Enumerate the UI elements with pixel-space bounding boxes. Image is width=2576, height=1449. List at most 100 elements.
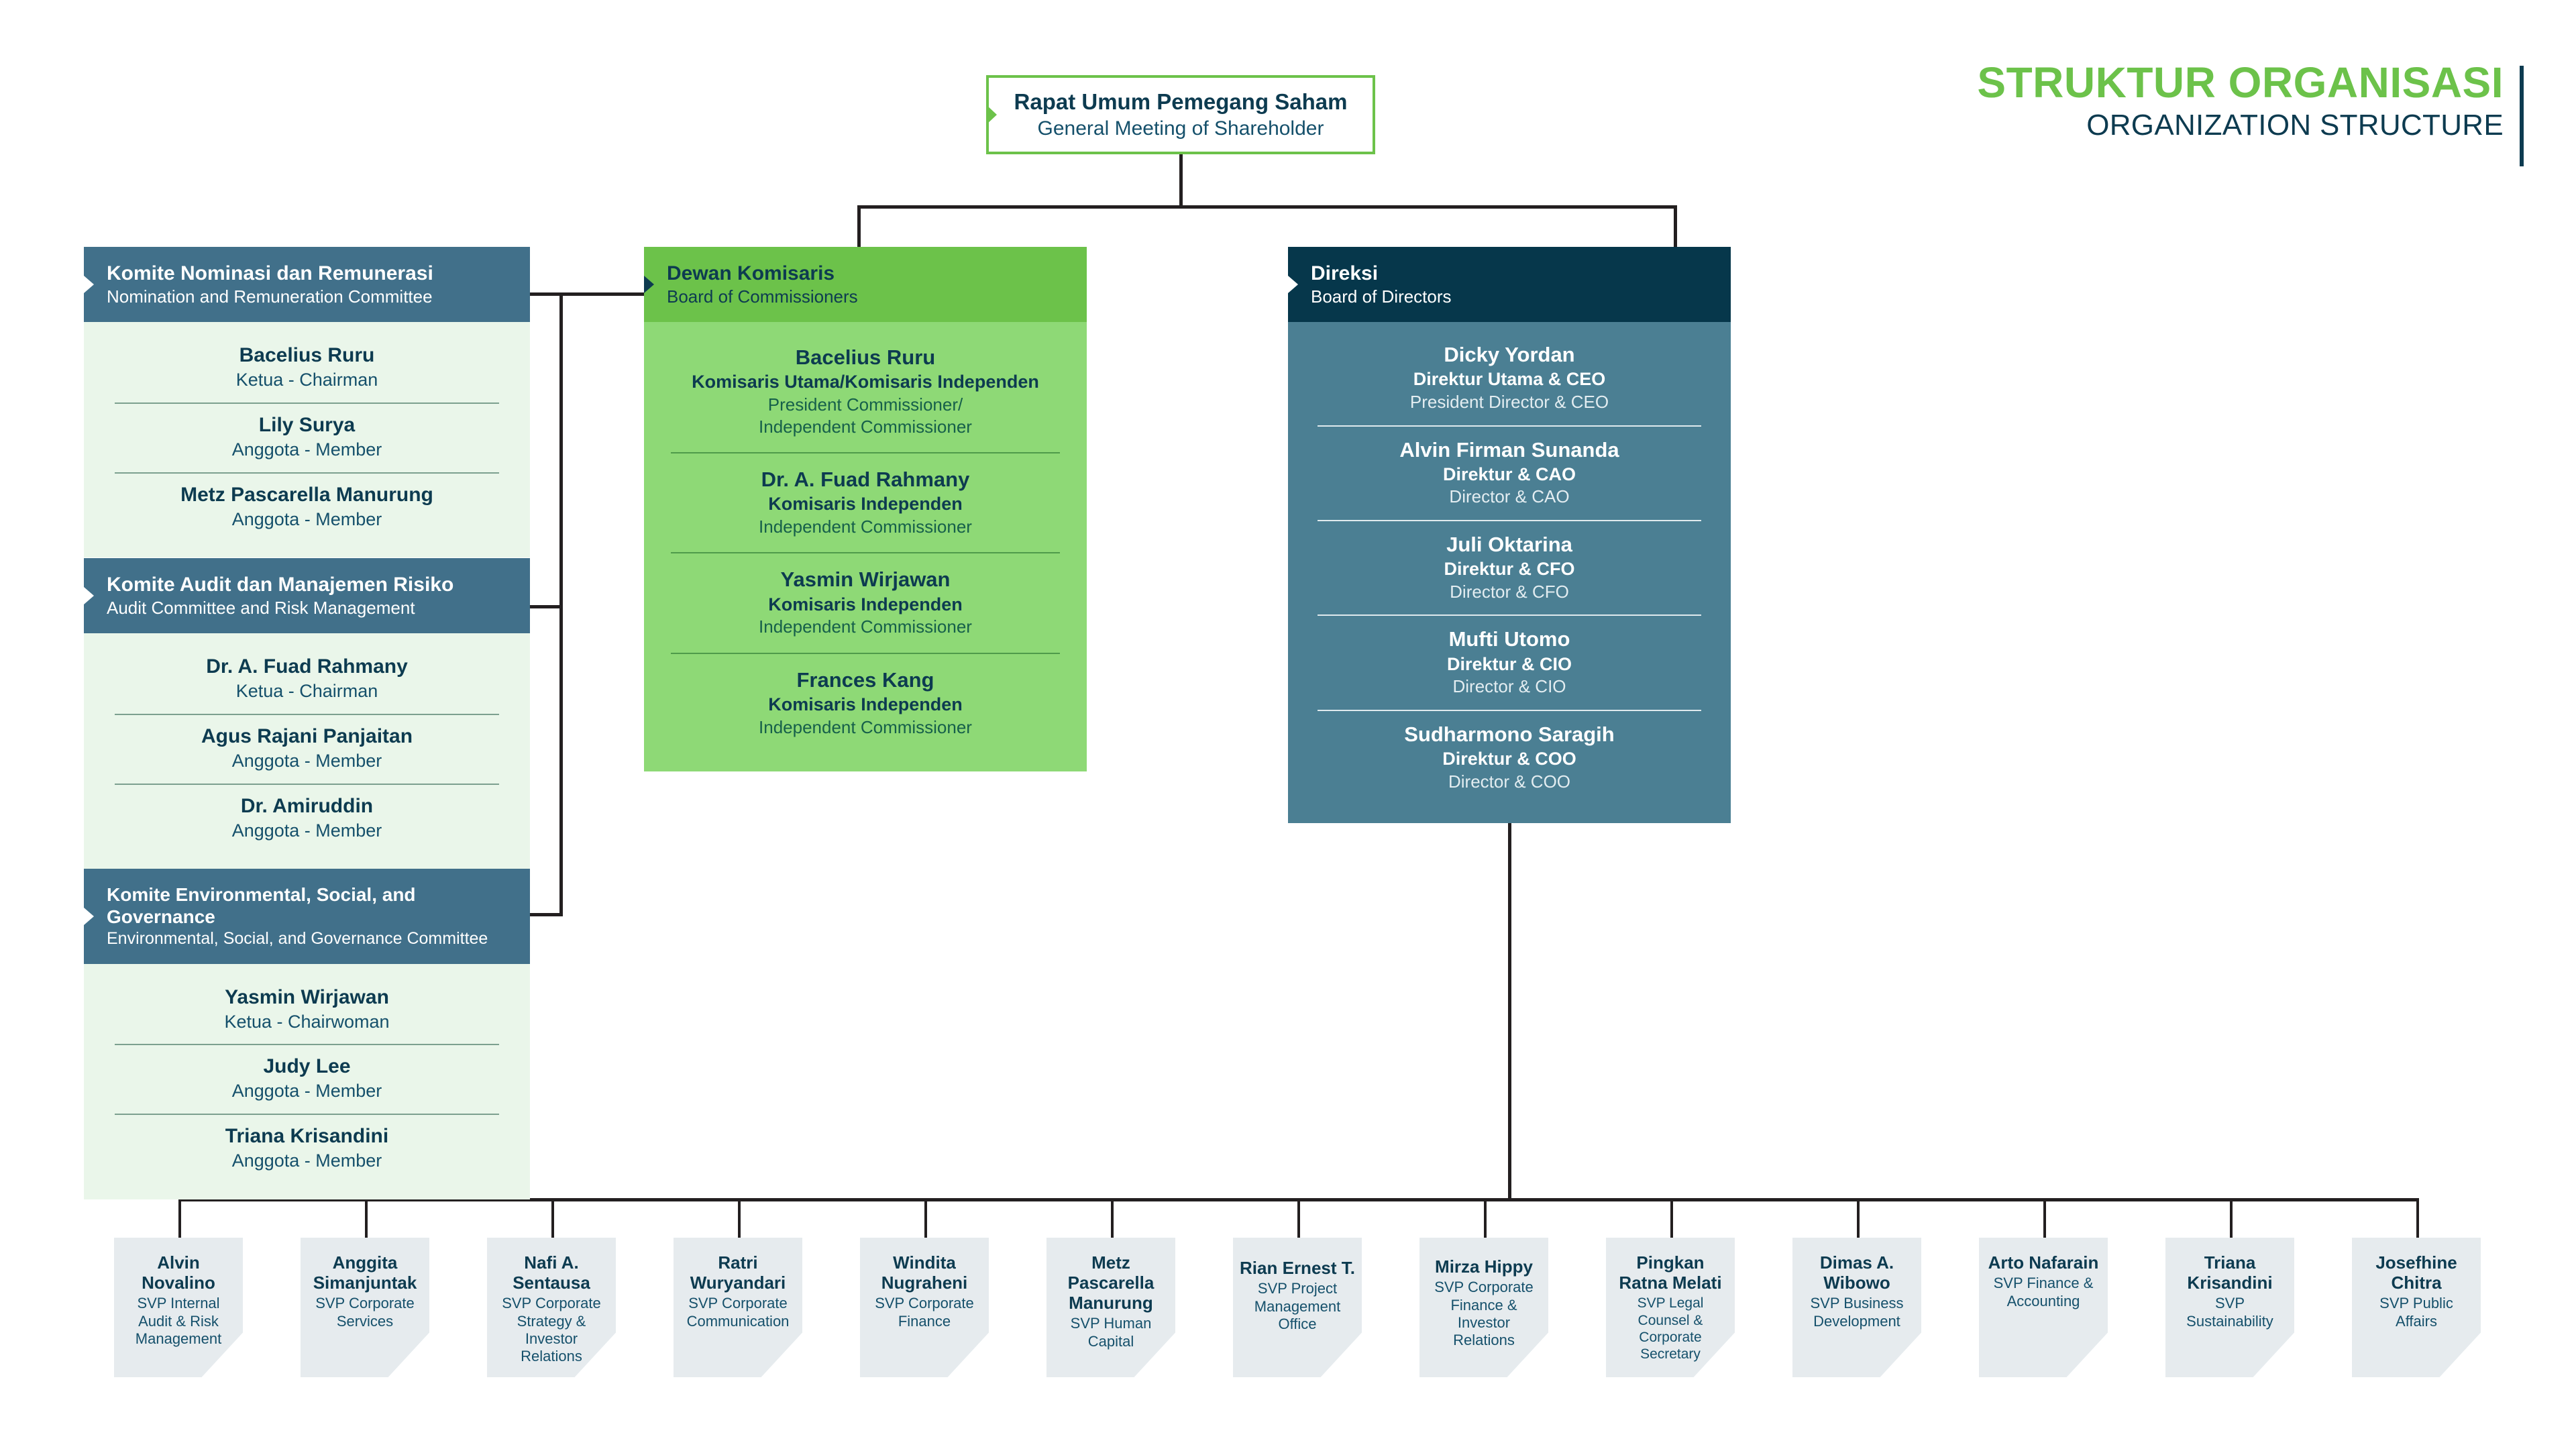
svp-name: Anggita Simanjuntak: [313, 1252, 417, 1293]
member-name: Juli Oktarina: [1446, 532, 1572, 556]
svp-name: Windita Nugraheni: [881, 1252, 968, 1293]
node-svp-card[interactable]: Triana Krisandini SVP Sustainability: [2165, 1238, 2294, 1377]
bok-title-id: Dewan Komisaris: [667, 262, 835, 284]
connector-svp-drop: [2230, 1198, 2233, 1238]
member-name: Agus Rajani Panjaitan: [201, 724, 413, 747]
committee-header: Komite Environmental, Social, and Govern…: [84, 869, 530, 964]
member-name: Yasmin Wirjawan: [780, 568, 951, 592]
svp-title: SVP Sustainability: [2186, 1295, 2273, 1330]
committee-title-id: Komite Environmental, Social, and Govern…: [107, 884, 416, 928]
bok-title-en: Board of Commissioners: [667, 286, 858, 307]
member-role-id: Direktur & CAO: [1442, 464, 1576, 484]
member-name: Sudharmono Saragih: [1404, 722, 1615, 746]
rups-title-en: General Meeting of Shareholder: [1037, 117, 1324, 140]
list-item: Triana Krisandini Anggota - Member: [115, 1114, 499, 1183]
member-role-en: President Commissioner/ Independent Comm…: [759, 394, 972, 437]
svp-title: SVP Corporate Services: [315, 1295, 415, 1330]
connector-svp-drop: [738, 1198, 741, 1238]
member-role-en: President Director & CEO: [1409, 392, 1609, 412]
connector-svp-drop: [2043, 1198, 2046, 1238]
member-role-en: Director & CAO: [1449, 486, 1570, 507]
connector-svp-drop: [551, 1198, 554, 1238]
committee-members: Dr. A. Fuad Rahmany Ketua - Chairman Agu…: [84, 633, 530, 869]
title-english: ORGANIZATION STRUCTURE: [2086, 108, 2504, 142]
list-item: Agus Rajani Panjaitan Anggota - Member: [115, 713, 499, 784]
node-svp-card[interactable]: Windita Nugraheni SVP Corporate Finance: [860, 1238, 989, 1377]
node-nomination-remuneration-committee[interactable]: Komite Nominasi dan Remunerasi Nominatio…: [84, 247, 530, 558]
node-svp-card[interactable]: Metz Pascarella Manurung SVP Human Capit…: [1046, 1238, 1175, 1377]
node-svp-card[interactable]: Alvin Novalino SVP Internal Audit & Risk…: [114, 1238, 243, 1377]
member-role: Anggota - Member: [231, 1150, 382, 1171]
connector-svp-drop: [178, 1198, 181, 1238]
member-name: Dicky Yordan: [1444, 343, 1575, 367]
member-name: Dr. A. Fuad Rahmany: [761, 468, 970, 491]
node-general-meeting-of-shareholder[interactable]: Rapat Umum Pemegang Saham General Meetin…: [986, 75, 1375, 154]
bok-header: Dewan Komisaris Board of Commissioners: [644, 247, 1087, 323]
committee-header: Komite Nominasi dan Remunerasi Nominatio…: [84, 247, 530, 323]
node-esg-committee[interactable]: Komite Environmental, Social, and Govern…: [84, 869, 530, 1199]
list-item: Judy Lee Anggota - Member: [115, 1044, 499, 1114]
svp-name: Arto Nafarain: [1988, 1252, 2099, 1273]
member-role-id: Direktur & COO: [1442, 749, 1576, 769]
member-role-en: Director & COO: [1448, 771, 1571, 792]
member-role: Ketua - Chairman: [235, 681, 378, 702]
list-item: Bacelius Ruru Komisaris Utama/Komisaris …: [671, 331, 1060, 452]
connector-directors-down: [1508, 814, 1511, 1201]
list-item: Bacelius Ruru Ketua - Chairman: [115, 334, 499, 402]
svp-name: Alvin Novalino: [142, 1252, 215, 1293]
member-name: Metz Pascarella Manurung: [180, 483, 433, 506]
node-audit-risk-management-committee[interactable]: Komite Audit dan Manajemen Risiko Audit …: [84, 558, 530, 869]
node-svp-card[interactable]: Anggita Simanjuntak SVP Corporate Servic…: [301, 1238, 429, 1377]
member-role-id: Direktur & CFO: [1444, 559, 1575, 580]
member-role: Anggota - Member: [231, 508, 382, 529]
member-name: Lily Surya: [258, 413, 356, 436]
list-item: Mufti Utomo Direktur & CIO Director & CI…: [1318, 614, 1701, 709]
member-role-en: Independent Commissioner: [759, 616, 972, 637]
list-item: Yasmin Wirjawan Ketua - Chairwoman: [115, 976, 499, 1044]
bod-title-id: Direksi: [1311, 262, 1379, 284]
svp-title: SVP Legal Counsel & Corporate Secretary: [1637, 1295, 1704, 1362]
rups-title-id: Rapat Umum Pemegang Saham: [1014, 89, 1348, 114]
list-item: Sudharmono Saragih Direktur & COO Direct…: [1318, 709, 1701, 804]
connector-svp-drop: [1297, 1198, 1300, 1238]
svp-title: SVP Finance & Accounting: [1993, 1275, 2094, 1309]
list-item: Yasmin Wirjawan Komisaris Independen Ind…: [671, 552, 1060, 652]
connector-committee-to-bok: [559, 292, 644, 296]
node-board-of-directors[interactable]: Direksi Board of Directors Dicky Yordan …: [1288, 247, 1731, 824]
committee-title-id: Komite Nominasi dan Remunerasi: [107, 262, 433, 284]
svp-title: SVP Internal Audit & Risk Management: [135, 1295, 222, 1348]
svp-row: Alvin Novalino SVP Internal Audit & Risk…: [114, 1238, 2481, 1392]
node-board-of-commissioners[interactable]: Dewan Komisaris Board of Commissioners B…: [644, 247, 1087, 772]
committee-members: Bacelius Ruru Ketua - Chairman Lily Sury…: [84, 322, 530, 558]
svp-title: SVP Project Management Office: [1254, 1280, 1341, 1332]
svp-name: Dimas A. Wibowo: [1819, 1252, 1894, 1293]
connector-svp-drop: [1670, 1198, 1673, 1238]
member-role: Anggota - Member: [231, 1081, 382, 1102]
node-svp-card[interactable]: Josefhine Chitra SVP Public Affairs: [2352, 1238, 2481, 1377]
connector-to-commissioners: [857, 205, 861, 250]
node-svp-card[interactable]: Ratri Wuryandari SVP Corporate Communica…: [674, 1238, 802, 1377]
connector-committee-3: [530, 913, 562, 916]
member-name: Alvin Firman Sunanda: [1399, 437, 1619, 462]
svp-title: SVP Corporate Strategy & Investor Relati…: [502, 1295, 601, 1365]
list-item: Dicky Yordan Direktur Utama & CEO Presid…: [1318, 331, 1701, 425]
member-role: Anggota - Member: [231, 750, 382, 771]
node-svp-card[interactable]: Rian Ernest T. SVP Project Management Of…: [1233, 1238, 1362, 1377]
member-name: Mufti Utomo: [1448, 627, 1570, 651]
connector-svp-drop: [365, 1198, 368, 1238]
bok-members: Bacelius Ruru Komisaris Utama/Komisaris …: [644, 322, 1087, 772]
committee-members: Yasmin Wirjawan Ketua - Chairwoman Judy …: [84, 963, 530, 1199]
svp-title: SVP Business Development: [1810, 1295, 1904, 1330]
node-svp-card[interactable]: Nafi A. Sentausa SVP Corporate Strategy …: [487, 1238, 616, 1377]
svp-title: SVP Corporate Finance: [875, 1295, 974, 1330]
member-role-id: Komisaris Independen: [768, 494, 963, 515]
node-svp-card[interactable]: Arto Nafarain SVP Finance & Accounting: [1979, 1238, 2108, 1377]
member-role-id: Direktur & CIO: [1446, 653, 1572, 674]
node-svp-card[interactable]: Pingkan Ratna Melati SVP Legal Counsel &…: [1606, 1238, 1735, 1377]
connector-committee-2: [530, 605, 562, 608]
connector-svp-drop: [1111, 1198, 1114, 1238]
node-svp-card[interactable]: Mirza Hippy SVP Corporate Finance & Inve…: [1419, 1238, 1548, 1377]
node-svp-card[interactable]: Dimas A. Wibowo SVP Business Development: [1792, 1238, 1921, 1377]
member-role-id: Komisaris Independen: [768, 694, 963, 715]
member-role-en: Independent Commissioner: [759, 516, 972, 537]
